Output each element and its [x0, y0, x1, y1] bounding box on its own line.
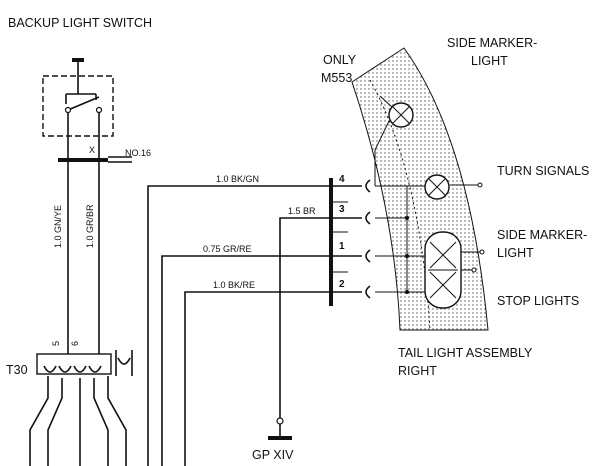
t30-connector: [36, 353, 112, 375]
wire-bk-re: [184, 291, 331, 466]
backup-light-switch-title: BACKUP LIGHT SWITCH: [8, 16, 152, 30]
wire-label-bk-gn: 1.0 BK/GN: [216, 174, 259, 184]
t30-label: T30: [6, 363, 28, 377]
pin-3: 3: [339, 204, 345, 215]
switch-x-label: X: [89, 145, 95, 155]
stop-lights-label: STOP LIGHTS: [497, 294, 579, 308]
backup-light-switch-box: [42, 75, 114, 137]
only-m553-label-1: ONLY: [323, 53, 357, 67]
ground-label: GP XIV: [252, 448, 294, 462]
cable-bundle-right: [107, 376, 127, 466]
pin-1: 1: [339, 241, 345, 252]
wire-label-gr-re: 0.75 GR/RE: [203, 244, 252, 254]
side-marker-top-label-2: LIGHT: [471, 54, 508, 68]
side-marker-top-label-1: SIDE MARKER-: [447, 36, 537, 50]
wire-label-gr-br: 1.0 GR/BR: [85, 204, 95, 248]
tail-light-assembly-label-2: RIGHT: [398, 364, 437, 378]
wire-br: [279, 217, 331, 418]
tail-light-housing: [351, 47, 489, 331]
pin-4: 4: [339, 174, 345, 185]
tail-light-assembly-label-1: TAIL LIGHT ASSEMBLY: [398, 346, 533, 360]
only-m553-label-2: M553: [321, 71, 352, 85]
wire-bk-gn: [147, 185, 331, 466]
connector-no16-label: NO.16: [125, 148, 151, 158]
t30-pin-6: 6: [70, 341, 80, 346]
turn-signals-label: TURN SIGNALS: [497, 164, 589, 178]
wire-label-br: 1.5 BR: [288, 206, 316, 216]
pin-2: 2: [339, 279, 345, 290]
t30-pin-5: 5: [51, 341, 61, 346]
only-m553-pointer: [379, 95, 393, 108]
wire-label-gn-ye: 1.0 GN/YE: [53, 205, 63, 248]
side-marker-bottom-label-2: LIGHT: [497, 246, 534, 260]
side-marker-bottom-label-1: SIDE MARKER-: [497, 228, 587, 242]
tail-light-housing-inner-edge: [369, 79, 431, 331]
wire-label-bk-re: 1.0 BK/RE: [213, 280, 255, 290]
wire-gr-re: [161, 255, 331, 466]
switch-contact: [67, 96, 100, 111]
cable-bundle-left: [29, 376, 49, 466]
